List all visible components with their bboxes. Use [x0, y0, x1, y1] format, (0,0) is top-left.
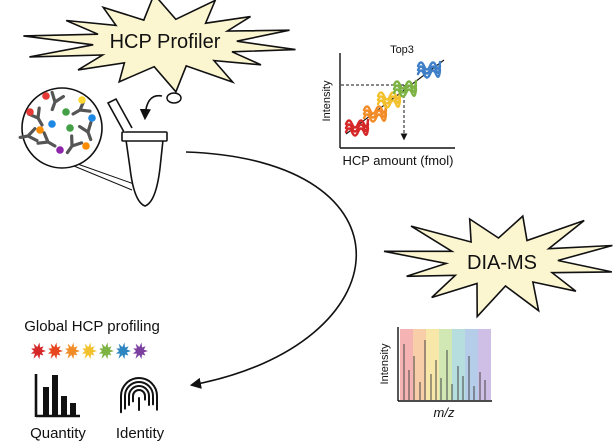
hcp-star [64, 342, 80, 360]
antibody-icon [50, 90, 65, 112]
peptide-trace [392, 79, 418, 90]
protein-particle [66, 124, 74, 132]
mz-window-band [465, 329, 478, 400]
hcp-star [81, 342, 97, 360]
spectrum-peaks [403, 340, 486, 400]
zoom-line [71, 161, 135, 185]
antibody-icon [78, 120, 93, 142]
mz-window-band [413, 329, 426, 400]
peptide-trace [416, 64, 442, 75]
antibody-icon [65, 134, 84, 155]
identity-label: Identity [116, 425, 165, 442]
protein-particle [82, 142, 90, 150]
top3-ylabel: Intensity [321, 80, 333, 121]
antibody-group [18, 90, 93, 155]
top3-title: Top3 [390, 44, 414, 56]
tube-rim [121, 131, 168, 142]
protein-particles [26, 92, 96, 154]
peptide-trace [344, 126, 370, 137]
protein-particle [36, 126, 44, 134]
output-title: Global HCP profiling [24, 318, 160, 335]
dia-ms-burst: DIA-MS [383, 214, 613, 319]
hcp-star [30, 342, 46, 360]
output-panel: Global HCP profiling Quantity Identity [24, 318, 164, 442]
spectrum-plot: Intensity m/z [379, 327, 492, 420]
top3-plot: Top3 Intensity HCP amount (fmol) [321, 44, 455, 168]
bar-chart-icon [34, 374, 80, 418]
sample-tube [106, 92, 182, 207]
peptide-trace [416, 60, 442, 71]
burst-shape [383, 214, 613, 319]
peptide-trace [344, 122, 370, 133]
hcp-profiler-label: HCP Profiler [110, 31, 221, 53]
mz-window-band [400, 329, 413, 400]
protein-particle [56, 146, 64, 154]
protein-particle [78, 96, 86, 104]
bead-icon [166, 92, 182, 104]
tube-body-icon [125, 139, 164, 207]
peptide-trace [376, 98, 402, 109]
tube-cap-icon [106, 97, 133, 133]
peptide-trace [376, 94, 402, 105]
sample-zoom [18, 87, 135, 191]
fingerprint-ridge [132, 389, 146, 403]
peptide-trace [376, 90, 402, 101]
hcp-star [47, 342, 63, 360]
spec-ylabel: Intensity [379, 343, 391, 384]
fingerprint-ridge [128, 385, 150, 406]
peptide-trace [362, 108, 388, 119]
peptide-trace [392, 83, 418, 94]
protein-particle [48, 120, 56, 128]
hcp-star [132, 342, 148, 360]
antibody-icon [36, 131, 57, 148]
mz-window-band [439, 329, 452, 400]
add-arrow [139, 94, 163, 121]
fingerprint-ridge [120, 377, 158, 414]
peptide-trace [362, 112, 388, 123]
antibody-icon [71, 99, 92, 116]
top3-xlabel: HCP amount (fmol) [342, 153, 453, 168]
fingerprint-ridge [124, 381, 154, 410]
peptide-trace [344, 118, 370, 129]
peptide-trace [416, 68, 442, 79]
hcp-star [98, 342, 114, 360]
burst-shape [23, 0, 296, 94]
fingerprint-icon [120, 377, 158, 414]
protein-particle [62, 108, 70, 116]
hcp-star [115, 342, 131, 360]
peptide-trace [362, 104, 388, 115]
spec-xlabel: m/z [434, 405, 455, 420]
top3-series [344, 60, 442, 137]
protein-particle [26, 108, 34, 116]
hcp-profiler-burst: HCP Profiler [23, 0, 296, 94]
mz-window-band [478, 329, 491, 400]
protein-particle [88, 114, 96, 122]
antibody-icon [18, 127, 39, 143]
mz-window-band [426, 329, 439, 400]
mz-window-band [452, 329, 465, 400]
protein-particle [42, 92, 50, 100]
quantity-label: Quantity [30, 425, 86, 442]
dia-ms-label: DIA-MS [467, 252, 537, 274]
hcp-stars [30, 342, 148, 360]
peptide-trace [392, 87, 418, 98]
workflow-arrow [185, 151, 358, 389]
antibody-icon [27, 106, 44, 127]
